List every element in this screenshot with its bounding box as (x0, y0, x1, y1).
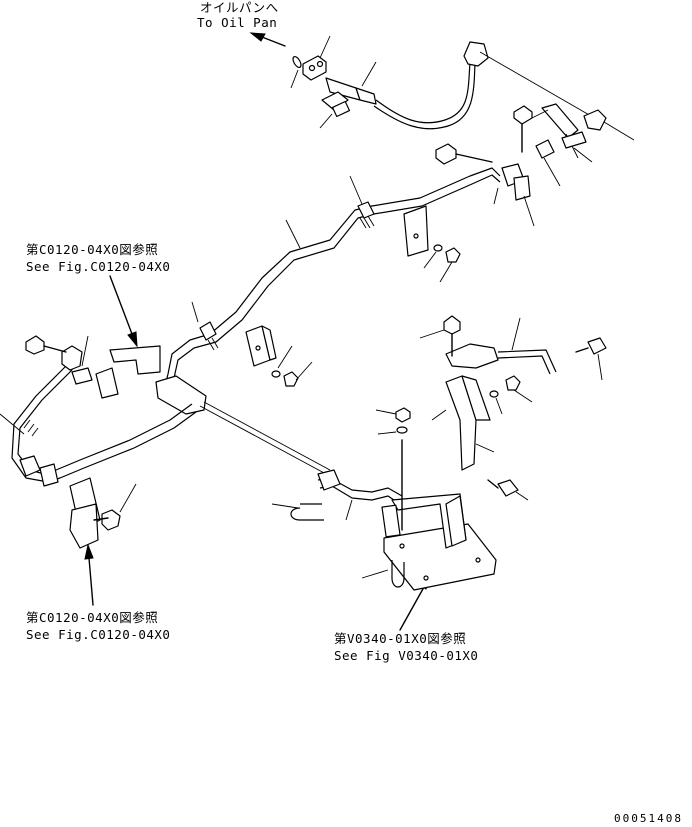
ref-upper-arrow (109, 275, 138, 348)
ref-upper-label-jp: 第C0120-04X0図参照 (26, 242, 158, 257)
oil-pan-hose-assembly (290, 35, 635, 187)
lower-right-pipe (271, 469, 403, 521)
upper-middle-bracket (285, 175, 461, 283)
lower-left-bracket (69, 477, 137, 549)
mounting-plate-assembly (361, 407, 497, 591)
right-arm-bracket (419, 315, 607, 501)
left-reference-bracket (25, 335, 161, 399)
upper-right-clamp (435, 143, 535, 227)
main-oil-pipe (0, 167, 501, 487)
oil-pan-arrow (249, 32, 286, 47)
ref-lower-label-jp: 第C0120-04X0図参照 (26, 610, 158, 625)
ref-upper-label-en: See Fig.C0120-04X0 (26, 259, 170, 274)
ref-right-label-jp: 第V0340-01X0図参照 (334, 631, 466, 646)
drawing-number: 00051408 (614, 812, 683, 825)
ref-lower-arrow (84, 543, 94, 606)
center-bracket (191, 301, 313, 387)
oil-pan-label-en: To Oil Pan (197, 15, 277, 30)
ref-lower-label-en: See Fig.C0120-04X0 (26, 627, 170, 642)
ref-right-label-en: See Fig V0340-01X0 (334, 648, 478, 663)
oil-pan-label-jp: オイルパンへ (200, 0, 279, 15)
